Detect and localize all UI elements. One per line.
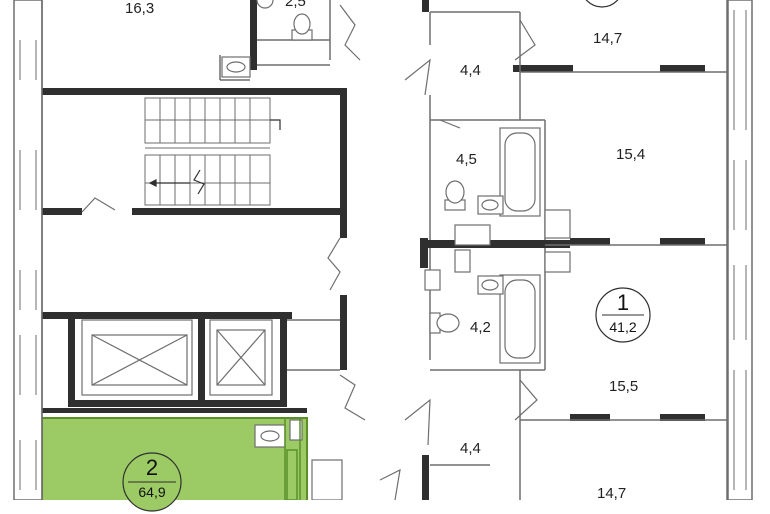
toilet-icon — [256, 0, 466, 334]
bathtub-icon — [311, 127, 541, 500]
room-area-top-bath: 2,5 — [285, 0, 306, 10]
sink-icon — [221, 56, 571, 448]
staircase — [144, 97, 271, 206]
elevator-shaft-icon — [81, 319, 273, 396]
unit-badge-1[interactable]: 1 41,2 — [594, 286, 652, 344]
unit-badge-top-partial — [585, 0, 619, 8]
room-area-hall-lower: 4,4 — [460, 440, 481, 457]
room-area-room-upper: 15,4 — [616, 146, 646, 163]
room-area-right-bottom: 14,7 — [597, 485, 627, 502]
facade-right-windows — [733, 10, 747, 490]
facade-right — [727, 0, 753, 500]
facade-left-windows — [19, 40, 37, 490]
unit-number: 2 — [145, 455, 159, 480]
unit-area: 64,9 — [138, 484, 166, 500]
stair-arrow-icon — [148, 119, 281, 195]
unit-area: 41,2 — [609, 319, 637, 335]
partitions — [41, 0, 728, 500]
room-area-bath-lower: 4,2 — [470, 319, 491, 336]
room-area-room-lower: 15,5 — [609, 378, 639, 395]
unit-badge-2[interactable]: 2 64,9 — [120, 450, 184, 514]
room-area-right-top: 14,7 — [593, 30, 623, 47]
facade-left — [13, 0, 43, 500]
floor-plan — [13, 0, 753, 500]
load-bearing-walls — [42, 0, 705, 500]
unit-badge-circle — [595, 287, 651, 343]
room-area-hall-upper: 4,4 — [460, 62, 481, 79]
room-area-top-left: 16,3 — [125, 0, 155, 17]
door-swings — [81, 4, 538, 500]
room-area-bath-upper: 4,5 — [456, 151, 477, 168]
unit-number: 1 — [616, 290, 630, 315]
apartment-2-interior — [284, 418, 301, 500]
